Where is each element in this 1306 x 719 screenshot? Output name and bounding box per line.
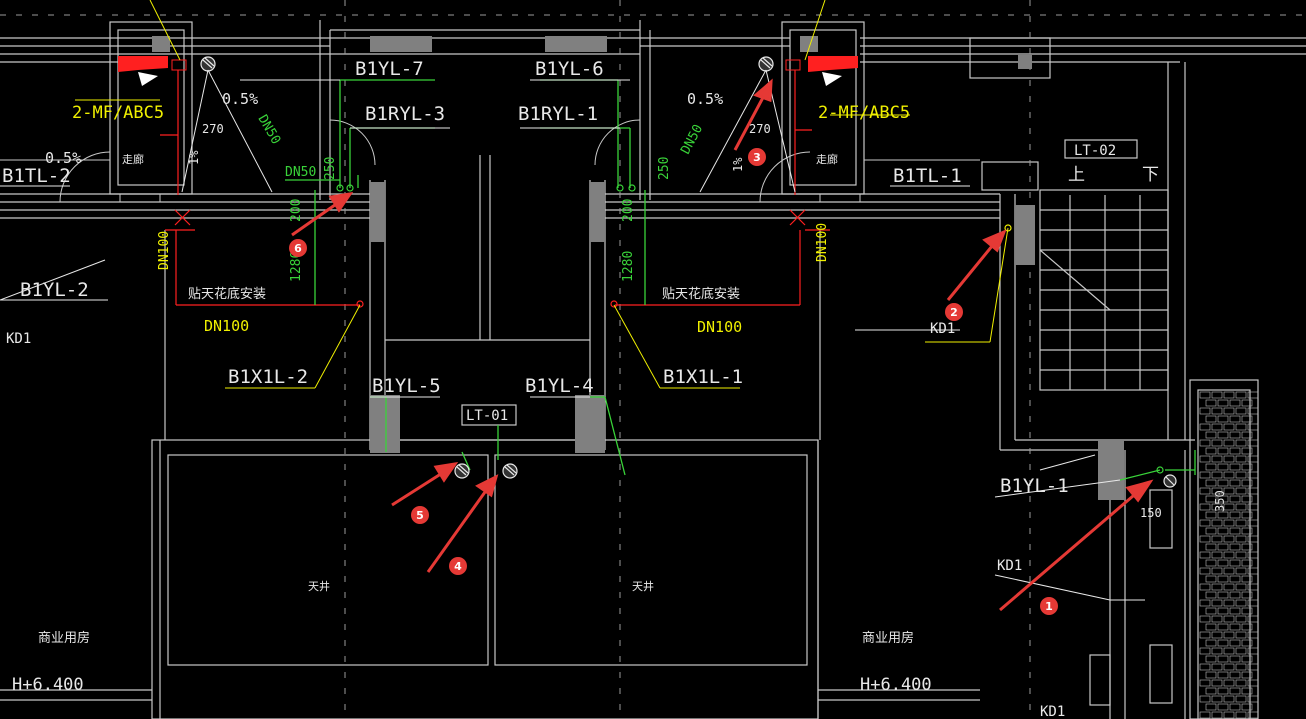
label-dn100-left-vert: DN100 (157, 231, 172, 270)
label-lt-02: LT-02 (1074, 143, 1116, 159)
label-dim-270-left: 270 (202, 122, 224, 136)
marker-4-label: 4 (454, 560, 462, 573)
label-kd1-left: KD1 (6, 331, 31, 347)
marker-5-label: 5 (416, 509, 424, 522)
label-slope-mid-right: 0.5% (687, 90, 723, 108)
floor-drain-symbols[interactable] (200, 56, 1177, 488)
label-b1yl-2[interactable]: B1YL-2 (20, 279, 89, 301)
marker-3-label: 3 (753, 151, 761, 164)
label-kd1-right-mid: KD1 (997, 558, 1022, 574)
label-dim-1pct-right: 1% (731, 157, 745, 172)
label-ceiling-right: 贴天花底安装 (662, 286, 740, 302)
marker-2[interactable]: 2 (945, 303, 963, 321)
marker-1[interactable]: 1 (1040, 597, 1058, 615)
label-b1ryl-1[interactable]: B1RYL-1 (518, 103, 598, 125)
label-lightwell-left: 天井 (308, 579, 330, 593)
label-dim-1280-left: 1280 (289, 251, 304, 282)
label-dn100-right-vert: DN100 (815, 223, 830, 262)
label-extinguisher-right: 2-MF/ABC5 (818, 103, 910, 123)
marker-6[interactable]: 6 (289, 239, 307, 257)
label-b1yl-5[interactable]: B1YL-5 (372, 375, 441, 397)
label-dim-250-left: 250 (323, 157, 338, 180)
label-dim-200-left: 200 (289, 199, 304, 222)
marker-6-label: 6 (294, 242, 302, 255)
label-elevation-right: H+6.400 (860, 675, 932, 695)
marker-3[interactable]: 3 (748, 148, 766, 166)
label-b1yl-4[interactable]: B1YL-4 (525, 375, 594, 397)
marker-2-label: 2 (950, 306, 958, 319)
fire-extinguisher-right[interactable] (785, 56, 858, 86)
label-stair-down: 下 (1142, 165, 1159, 185)
label-b1x1l-2[interactable]: B1X1L-2 (228, 366, 308, 388)
label-b1yl-1[interactable]: B1YL-1 (1000, 475, 1069, 497)
label-dim-1pct-left: 1% (187, 150, 201, 165)
label-dim-200-right: 200 (621, 199, 636, 222)
callout-arrows (291, 78, 1154, 612)
annotation-lines (0, 79, 1145, 601)
columns (152, 36, 1124, 500)
label-slope-mid-left: 0.5% (222, 90, 258, 108)
label-commercial-right: 商业用房 (862, 630, 914, 646)
label-elevation-left: H+6.400 (12, 675, 84, 695)
label-corridor-right: 走廊 (816, 152, 838, 166)
marker-1-label: 1 (1045, 600, 1053, 613)
label-dim-150: 150 (1140, 506, 1162, 520)
sloped-pipe-lines (181, 69, 796, 193)
label-dim-270-right: 270 (749, 122, 771, 136)
label-dn100-left: DN100 (204, 317, 249, 335)
label-extinguisher-left: 2-MF/ABC5 (72, 103, 164, 123)
label-dn100-right: DN100 (697, 318, 742, 336)
label-b1ryl-3[interactable]: B1RYL-3 (365, 103, 445, 125)
label-slope-left: 0.5% (45, 149, 81, 167)
label-b1x1l-1[interactable]: B1X1L-1 (663, 366, 743, 388)
leader-lines (75, 0, 1009, 389)
label-commercial-left: 商业用房 (38, 630, 90, 646)
label-b1yl-7[interactable]: B1YL-7 (355, 58, 424, 80)
label-b1tl-1[interactable]: B1TL-1 (893, 165, 962, 187)
label-ceiling-left: 贴天花底安装 (188, 286, 266, 302)
label-dim-1280-right: 1280 (621, 251, 636, 282)
label-dim-350: 350 (1213, 490, 1227, 512)
window-details (0, 119, 980, 203)
label-kd1-right-bottom: KD1 (1040, 704, 1065, 719)
label-lt-01: LT-01 (466, 408, 508, 424)
label-kd1-right-top: KD1 (930, 321, 955, 337)
label-lightwell-right: 天井 (632, 579, 654, 593)
marker-5[interactable]: 5 (411, 506, 429, 524)
facade-hatch (1199, 391, 1259, 719)
marker-4[interactable]: 4 (449, 557, 467, 575)
label-dn50-left: DN50 (285, 165, 316, 180)
fire-extinguisher-left[interactable] (118, 56, 187, 86)
label-corridor-left: 走廊 (122, 152, 144, 166)
label-dim-250-right: 250 (657, 157, 672, 180)
label-b1yl-6[interactable]: B1YL-6 (535, 58, 604, 80)
label-b1tl-2[interactable]: B1TL-2 (2, 165, 71, 187)
label-stair-up: 上 (1068, 165, 1085, 185)
fire-pipes-red (160, 70, 830, 308)
